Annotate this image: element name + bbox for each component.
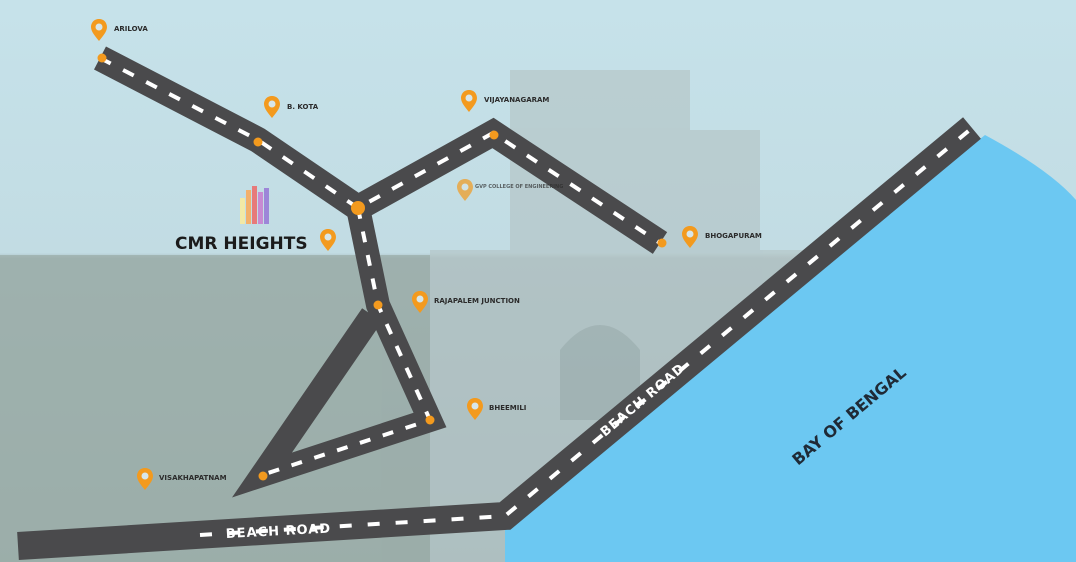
place-label: VIJAYANAGARAM (484, 96, 549, 104)
place-marker[interactable]: VISAKHAPATNAM (137, 468, 227, 490)
junction-dot (373, 300, 383, 310)
junction-dot (425, 415, 435, 425)
project-name: CMR HEIGHTS (175, 234, 308, 254)
place-marker[interactable]: ARILOVA (91, 19, 148, 41)
place-label: GVP COLLEGE OF ENGINEERING (475, 184, 563, 190)
place-marker[interactable]: GVP COLLEGE OF ENGINEERING (457, 179, 563, 201)
junction-dot (253, 137, 263, 147)
place-label: RAJAPALEM JUNCTION (434, 297, 520, 305)
place-label: B. KOTA (287, 103, 319, 111)
cmr-logo-icon (240, 186, 269, 224)
beach-road-label: BEACH ROAD (225, 522, 331, 542)
place-marker[interactable]: RAJAPALEM JUNCTION (412, 291, 520, 313)
place-marker[interactable]: BHEEMILI (467, 398, 526, 420)
junction-dot (258, 471, 268, 481)
place-marker[interactable]: BHOGAPURAM (682, 226, 762, 248)
place-marker[interactable]: B. KOTA (264, 96, 319, 118)
junction-dot (97, 53, 107, 63)
junction-dot (489, 130, 499, 140)
junction-dot (657, 238, 667, 248)
place-label: VISAKHAPATNAM (159, 474, 227, 482)
place-label: BHOGAPURAM (705, 232, 762, 240)
place-marker[interactable]: VIJAYANAGARAM (461, 90, 549, 112)
sea-area (505, 135, 1076, 562)
place-label: BHEEMILI (489, 404, 526, 412)
junction-markers (97, 53, 667, 481)
place-label: ARILOVA (114, 25, 148, 33)
junction-dot (351, 201, 365, 215)
